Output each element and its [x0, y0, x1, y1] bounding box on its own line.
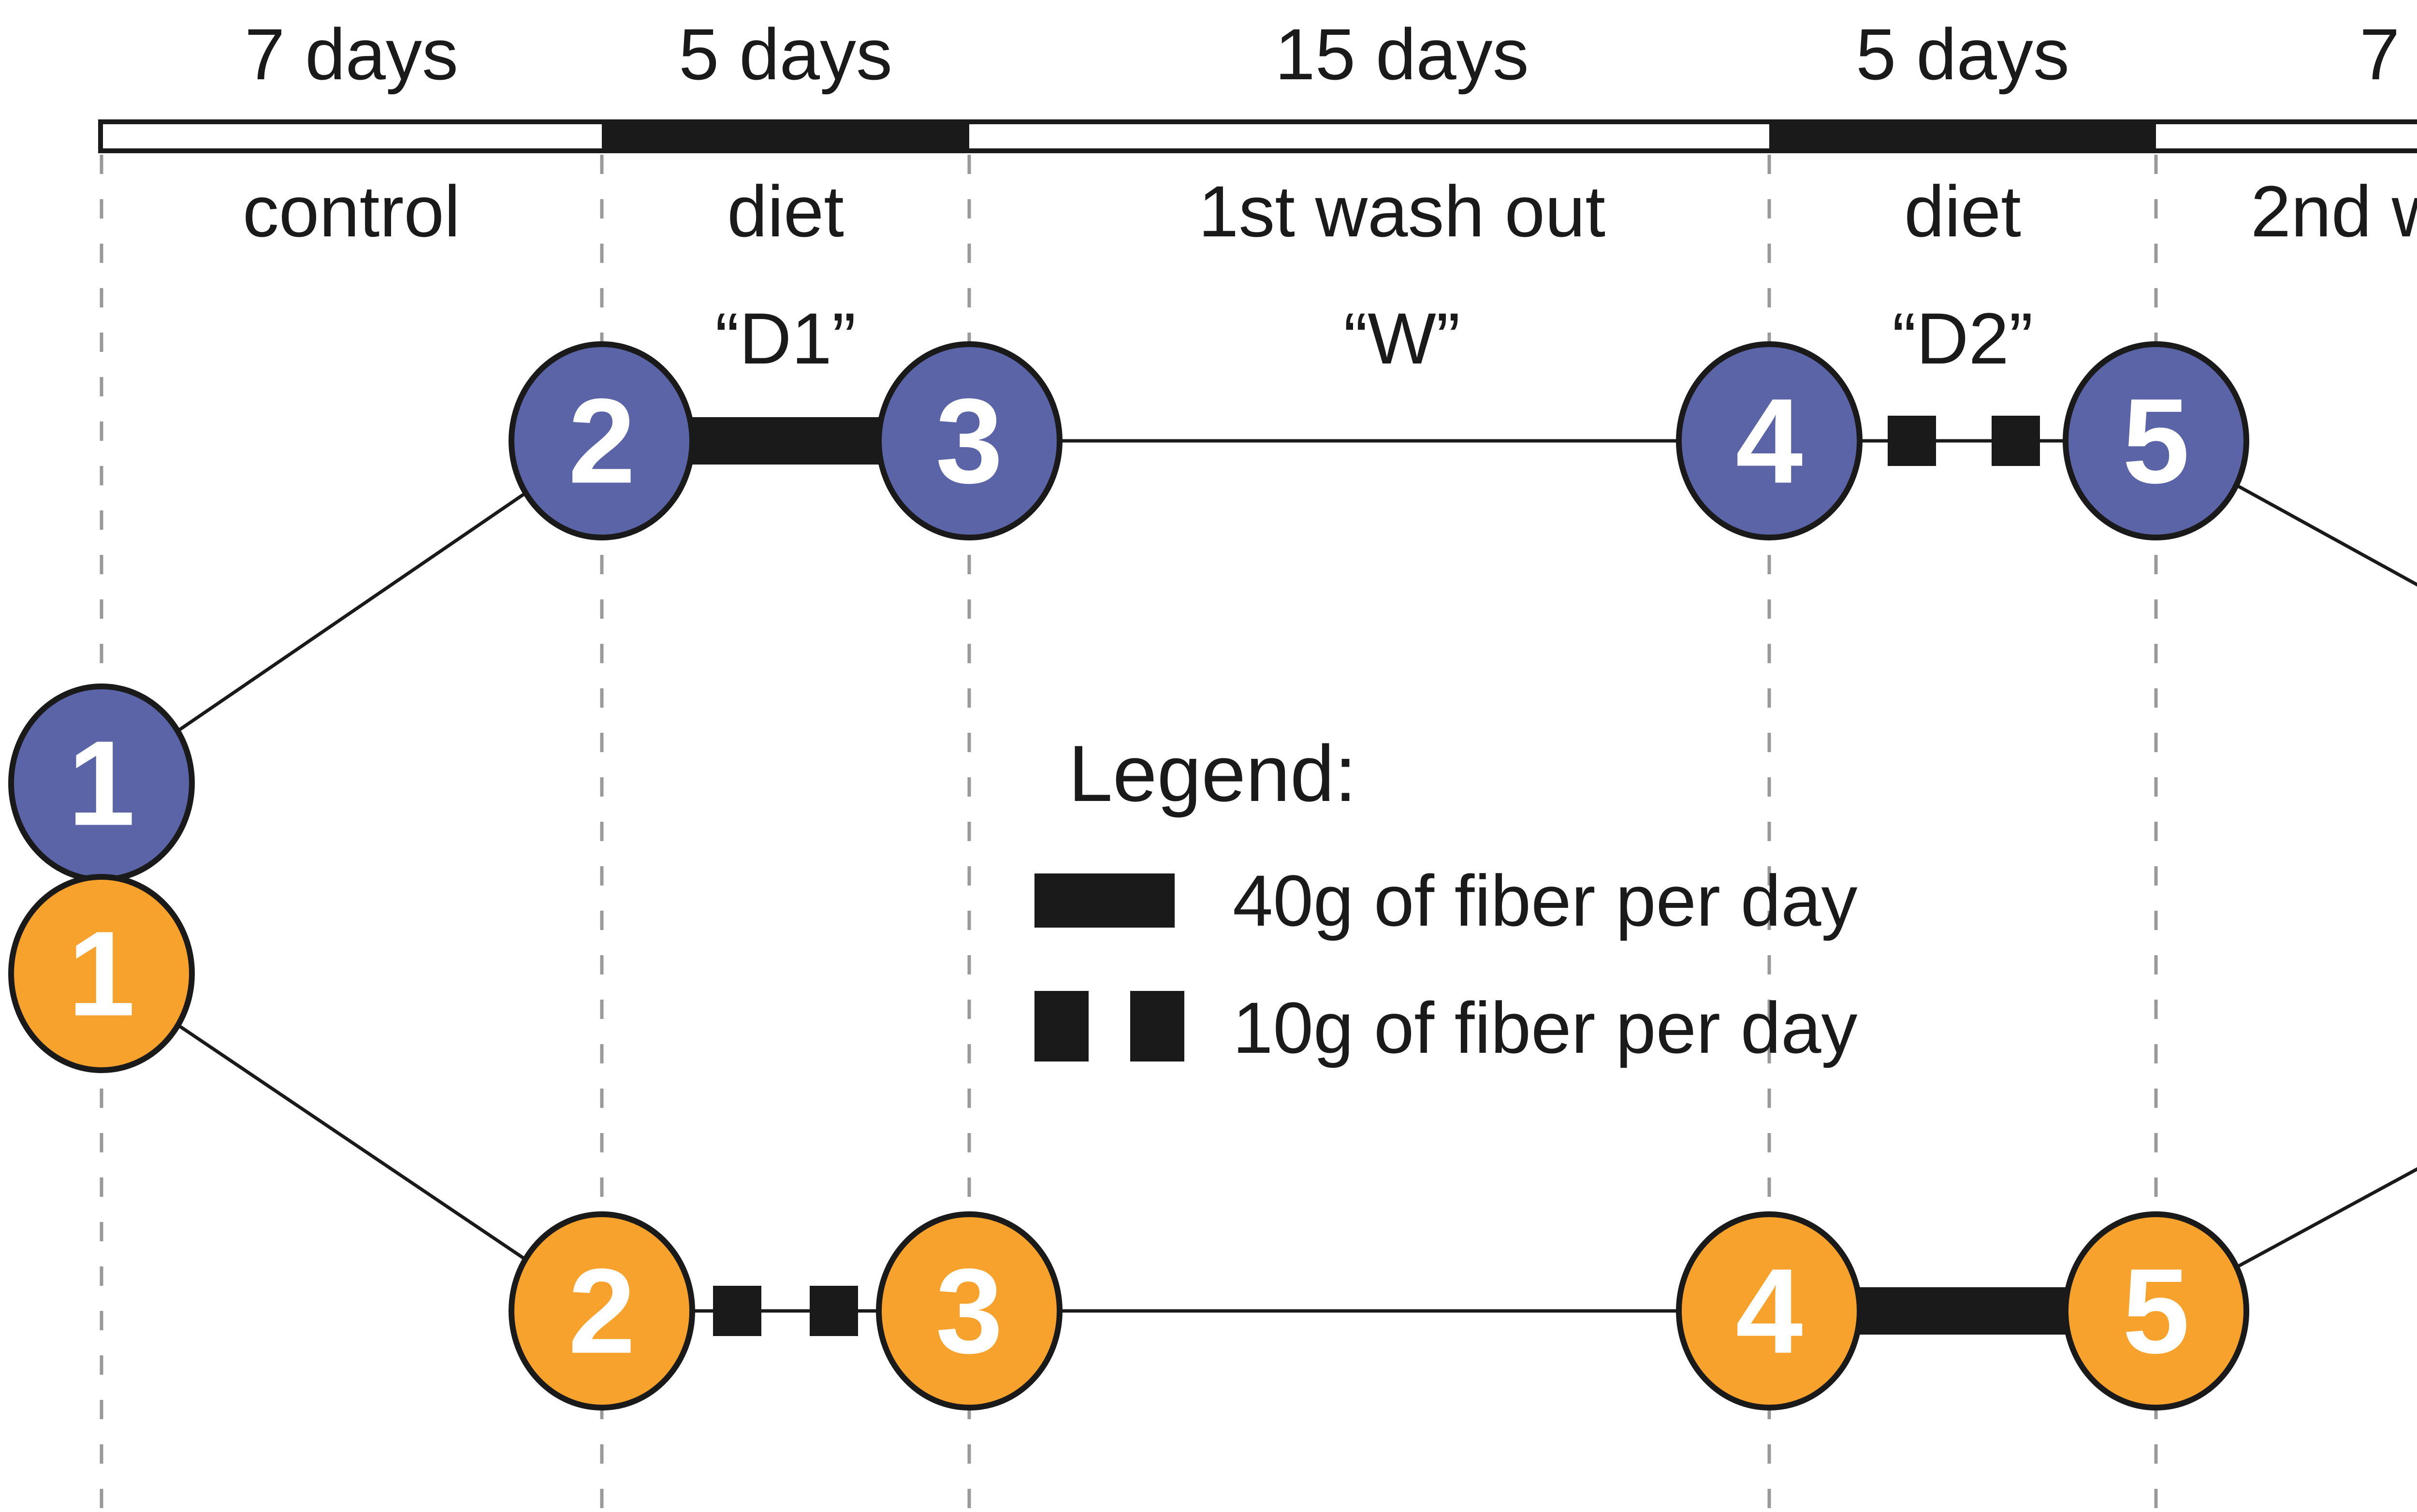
node-label-blue-2: 2 — [568, 374, 635, 509]
fiber-40g-bar-orange — [1859, 1287, 2067, 1335]
node-label-orange-4: 4 — [1735, 1244, 1803, 1379]
duration-label-1: 7 days — [245, 14, 458, 95]
node-label-orange-2: 2 — [568, 1244, 635, 1379]
node-blue-2 — [509, 341, 695, 540]
phase-label-washout1: 1st wash out — [1198, 171, 1605, 252]
node-blue-4 — [1676, 341, 1863, 540]
path-line-orange-1-2 — [101, 972, 603, 1312]
phase-label-diet1: diet — [727, 171, 844, 252]
node-orange-2 — [509, 1211, 695, 1410]
legend-title: Legend: — [1068, 729, 1356, 818]
legend-swatch-10g-square-a — [1034, 991, 1089, 1061]
node-orange-1 — [8, 874, 195, 1073]
node-label-orange-5: 5 — [2122, 1244, 2189, 1379]
duration-label-3: 15 days — [1275, 14, 1529, 95]
node-orange-3 — [876, 1211, 1063, 1410]
legend-swatch-40g-bar — [1034, 873, 1175, 928]
node-label-blue-4: 4 — [1735, 374, 1803, 509]
path-line-blue-5-6 — [2155, 439, 2417, 587]
fiber-40g-bar-blue — [691, 417, 880, 465]
phase-label-diet2: diet — [1904, 171, 2021, 252]
legend-item-label-40g: 40g of fiber per day — [1233, 860, 1858, 941]
node-label-blue-3: 3 — [935, 374, 1003, 509]
node-orange-5 — [2063, 1211, 2249, 1410]
node-blue-5 — [2063, 341, 2249, 540]
legend-item-label-10g: 10g of fiber per day — [1233, 987, 1858, 1068]
path-line-blue-1-2 — [101, 439, 603, 785]
node-label-blue-1: 1 — [68, 716, 135, 851]
timeline-diet1-segment — [602, 119, 969, 153]
duration-label-5: 7 days — [2359, 14, 2417, 95]
node-label-blue-5: 5 — [2122, 374, 2189, 509]
fiber-10g-square-blue-a — [1888, 416, 1936, 466]
legend-swatch-10g-square-b — [1130, 991, 1184, 1061]
node-orange-4 — [1676, 1211, 1863, 1410]
timeline-diet2-segment — [1769, 119, 2156, 153]
node-blue-3 — [876, 341, 1063, 540]
fiber-10g-square-orange-a — [713, 1286, 761, 1336]
phase-label-control: control — [243, 171, 460, 252]
duration-label-4: 5 days — [1856, 14, 2069, 95]
period-code-d2: “D2” — [1892, 298, 2033, 379]
node-label-orange-1: 1 — [68, 906, 135, 1041]
fiber-10g-square-blue-b — [1992, 416, 2040, 466]
node-label-orange-3: 3 — [935, 1244, 1003, 1379]
period-code-d1: “D1” — [715, 298, 856, 379]
phase-label-washout2: 2nd wash out — [2251, 171, 2417, 252]
period-code-w: “W” — [1343, 298, 1460, 379]
duration-label-2: 5 days — [679, 14, 892, 95]
fiber-10g-square-orange-b — [810, 1286, 858, 1336]
path-line-orange-5-6 — [2155, 1167, 2417, 1313]
